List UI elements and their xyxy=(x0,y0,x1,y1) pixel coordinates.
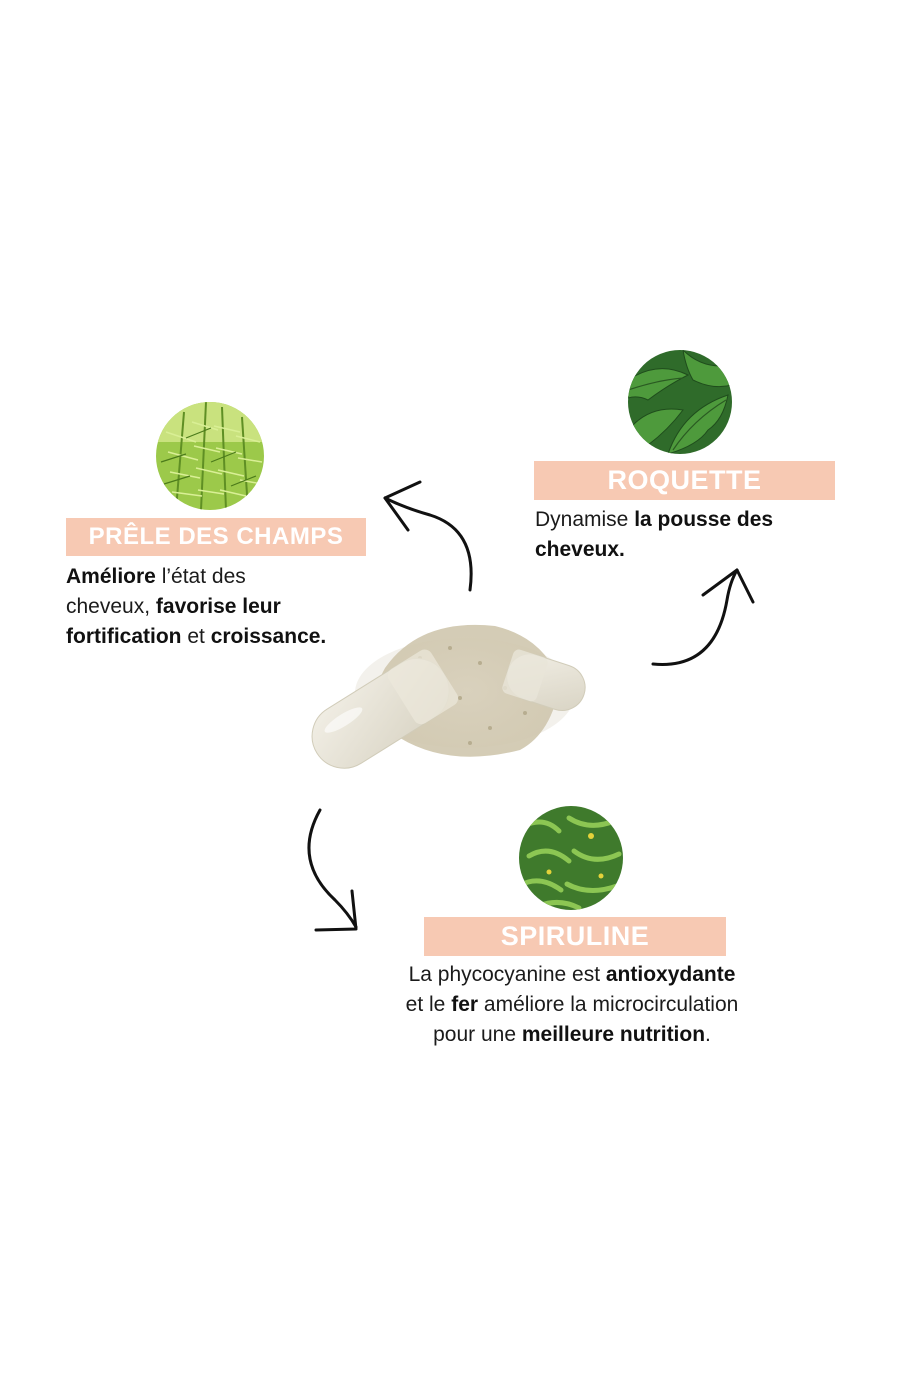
regular-text: La phycocyanine est xyxy=(408,963,606,986)
regular-text: et xyxy=(181,625,211,648)
description-line: Dynamise la pousse des xyxy=(535,505,773,535)
regular-text: pour une xyxy=(433,1023,522,1046)
arrow-to-spiruline-icon xyxy=(307,808,358,932)
prele-title-banner: PRÊLE DES CHAMPS xyxy=(66,518,366,556)
description-line: Améliore l’état des xyxy=(66,562,326,592)
bold-text: Améliore xyxy=(66,565,156,588)
bold-text: fortification xyxy=(66,625,182,648)
horsetail-plant-image xyxy=(156,402,264,510)
roquette-title-banner: ROQUETTE xyxy=(534,461,835,500)
description-line: fortification et croissance. xyxy=(66,622,326,652)
bold-text: croissance. xyxy=(210,625,327,648)
regular-text: et le xyxy=(405,993,452,1016)
bold-text: antioxydante xyxy=(605,963,736,986)
bold-text: meilleure nutrition xyxy=(521,1023,706,1046)
bold-text: cheveux. xyxy=(535,538,625,561)
description-line: La phycocyanine est antioxydante xyxy=(352,960,792,990)
prele-title: PRÊLE DES CHAMPS xyxy=(88,523,344,550)
arrow-to-roquette-icon xyxy=(651,568,755,666)
regular-text: cheveux, xyxy=(66,595,156,618)
bold-text: favorise leur xyxy=(155,595,281,618)
spiruline-title-banner: SPIRULINE xyxy=(424,917,726,956)
description-line: pour une meilleure nutrition. xyxy=(352,1020,792,1050)
regular-text: améliore la microcirculation xyxy=(478,993,739,1016)
regular-text: Dynamise xyxy=(535,508,635,531)
roquette-title: ROQUETTE xyxy=(607,465,762,495)
regular-text: . xyxy=(705,1023,711,1046)
arugula-leaves-image xyxy=(628,350,732,454)
description-line: et le fer améliore la microcirculation xyxy=(352,990,792,1020)
spirulina-algae-image xyxy=(519,806,623,910)
bold-text: fer xyxy=(451,993,479,1016)
bold-text: la pousse des xyxy=(634,508,774,531)
capsules-with-powder-image xyxy=(290,608,620,808)
description-line: cheveux. xyxy=(535,535,773,565)
spiruline-title: SPIRULINE xyxy=(500,921,650,951)
arrow-to-prele-icon xyxy=(383,480,473,592)
regular-text: l’état des xyxy=(155,565,246,588)
description-line: cheveux, favorise leur xyxy=(66,592,326,622)
roquette-description: Dynamise la pousse des cheveux. xyxy=(535,505,773,565)
